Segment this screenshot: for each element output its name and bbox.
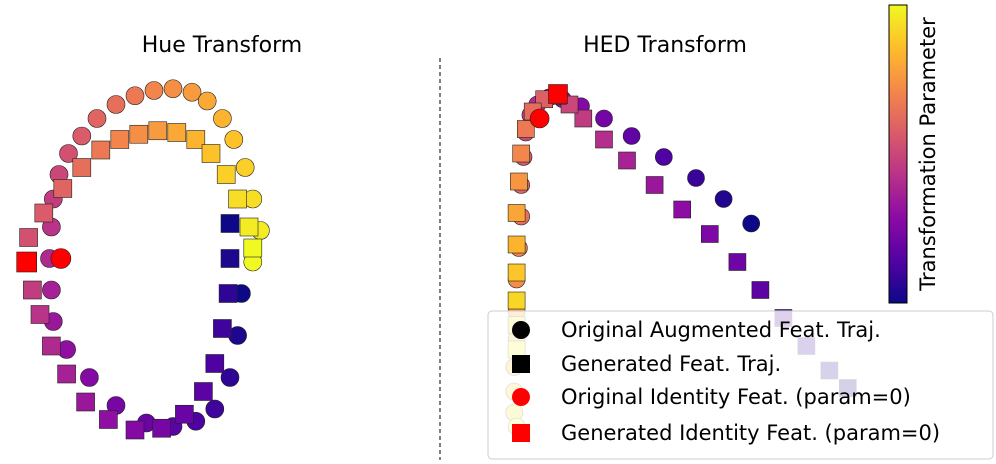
- generated-trajectory-point: [510, 172, 528, 191]
- original-trajectory-point: [213, 109, 232, 128]
- generated-trajectory-point: [673, 200, 692, 219]
- generated-trajectory-point: [72, 158, 92, 177]
- generated-trajectory-point: [34, 203, 54, 223]
- legend-label-original-trajectory: Original Augmented Feat. Traj.: [561, 318, 881, 342]
- generated-trajectory-point: [175, 404, 194, 424]
- original-trajectory-point: [235, 158, 255, 177]
- original-trajectory-point: [80, 368, 99, 387]
- generated-trajectory-point: [30, 305, 50, 324]
- generated-trajectory-point: [512, 144, 531, 163]
- original-trajectory-point: [205, 399, 225, 419]
- original-trajectory-point: [197, 91, 217, 111]
- legend: Original Augmented Feat. Traj. Generated…: [487, 310, 994, 460]
- generated-trajectory-point: [213, 319, 232, 338]
- generated-trajectory-point: [220, 214, 240, 233]
- generated-trajectory-point: [125, 420, 145, 440]
- generated-trajectory-point: [42, 336, 61, 356]
- hue-transform-plot: [16, 79, 270, 440]
- generated-trajectory-point: [218, 284, 238, 303]
- colorbar-label: Transformation Parameter: [916, 17, 940, 292]
- generated-trajectory-point: [228, 189, 247, 209]
- generated-trajectory-point: [167, 123, 187, 142]
- generated-trajectory-point: [507, 291, 526, 310]
- generated-trajectory-point: [220, 249, 240, 268]
- generated-trajectory-point: [148, 121, 168, 141]
- original-trajectory-point: [224, 130, 244, 149]
- original-trajectory-point: [125, 86, 145, 106]
- legend-label-original-identity: Original Identity Feat. (param=0): [561, 385, 911, 409]
- generated-trajectory-point: [507, 263, 526, 282]
- generated-trajectory-point: [700, 225, 719, 243]
- original-trajectory-point: [595, 109, 613, 128]
- original-trajectory-point: [163, 79, 183, 99]
- original-trajectory-point: [87, 109, 107, 128]
- original-identity-point: [50, 248, 72, 269]
- generated-identity-point: [16, 251, 38, 273]
- generated-trajectory-point: [645, 176, 664, 194]
- original-trajectory-point: [182, 82, 202, 102]
- generated-trajectory-point: [239, 217, 259, 237]
- left-panel-title: Hue Transform: [142, 33, 302, 58]
- legend-label-generated-identity: Generated Identity Feat. (param=0): [561, 421, 940, 445]
- generated-identity-point: [548, 84, 568, 104]
- generated-trajectory-point: [91, 140, 111, 160]
- generated-trajectory-point: [728, 253, 747, 271]
- generated-trajectory-point: [205, 354, 225, 373]
- generated-trajectory-point: [23, 280, 42, 300]
- generated-trajectory-point: [216, 165, 236, 184]
- generated-trajectory-point: [76, 392, 95, 412]
- generated-trajectory-point: [507, 204, 526, 222]
- generated-trajectory-point: [110, 130, 130, 149]
- legend-marker-original-trajectory: [512, 321, 530, 339]
- generated-trajectory-point: [201, 144, 221, 163]
- original-trajectory-point: [714, 190, 733, 208]
- generated-trajectory-point: [53, 179, 73, 198]
- original-trajectory-point: [622, 127, 641, 145]
- generated-trajectory-point: [618, 151, 636, 170]
- legend-label-generated-trajectory: Generated Feat. Traj.: [561, 352, 781, 376]
- legend-marker-generated-identity: [512, 424, 530, 442]
- original-identity-point: [529, 108, 550, 129]
- original-trajectory-point: [106, 95, 126, 114]
- generated-trajectory-point: [574, 109, 593, 128]
- original-trajectory-point: [220, 368, 240, 387]
- generated-trajectory-point: [19, 228, 38, 247]
- legend-frame: [487, 310, 994, 460]
- generated-trajectory-point: [751, 281, 770, 299]
- colorbar-gradient-bar: [888, 4, 908, 304]
- generated-trajectory-point: [516, 120, 535, 138]
- generated-trajectory-point: [129, 124, 149, 144]
- original-trajectory-point: [59, 144, 78, 163]
- original-trajectory-point: [742, 214, 761, 233]
- legend-marker-generated-trajectory: [512, 355, 530, 373]
- generated-trajectory-point: [507, 235, 526, 254]
- legend-marker-original-identity: [512, 388, 530, 406]
- right-panel-title: HED Transform: [583, 33, 747, 58]
- original-trajectory-point: [654, 148, 673, 166]
- generated-trajectory-point: [57, 364, 76, 384]
- generated-trajectory-point: [595, 130, 613, 149]
- generated-trajectory-point: [194, 382, 213, 401]
- original-trajectory-point: [42, 280, 61, 300]
- generated-trajectory-point: [99, 410, 118, 429]
- original-trajectory-point: [687, 169, 705, 187]
- colorbar: Transformation Parameter: [888, 4, 940, 304]
- original-trajectory-point: [144, 81, 164, 100]
- generated-trajectory-point: [243, 238, 263, 258]
- original-trajectory-point: [72, 126, 92, 146]
- generated-trajectory-point: [186, 130, 206, 149]
- generated-trajectory-point: [152, 418, 171, 438]
